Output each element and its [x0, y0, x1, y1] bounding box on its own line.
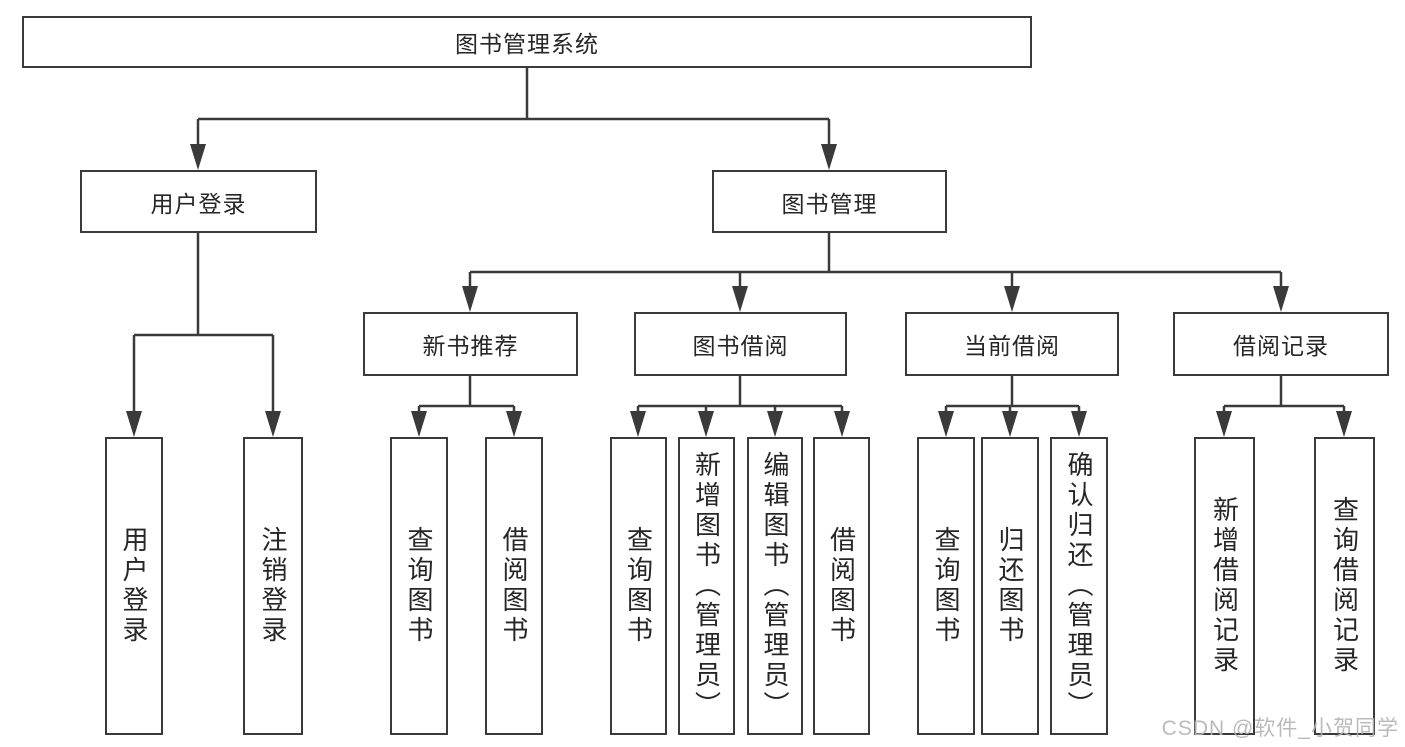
leaf-edit-book-admin: 编辑图书（管理员） [747, 437, 803, 735]
leaf-add-borrow-record: 新增借阅记录 [1194, 437, 1255, 735]
leaf-add-book-admin: 新增图书（管理员） [678, 437, 735, 735]
leaf-user-login-label: 用户登录 [119, 526, 149, 646]
leaf-return-book: 归还图书 [981, 437, 1039, 735]
leaf-query-books-borrow-label: 查询图书 [623, 526, 654, 646]
leaf-borrow-books-label: 借阅图书 [826, 526, 857, 646]
node-borrow-records-label: 借阅记录 [1233, 333, 1329, 359]
node-current-borrow: 当前借阅 [905, 312, 1119, 376]
node-book-borrow: 图书借阅 [634, 312, 847, 376]
node-new-book-recommend: 新书推荐 [363, 312, 578, 376]
node-book-borrow-label: 图书借阅 [692, 333, 789, 359]
leaf-query-borrow-record: 查询借阅记录 [1314, 437, 1375, 735]
leaf-borrow-books-recommend-label: 借阅图书 [499, 526, 529, 646]
node-root: 图书管理系统 [22, 16, 1032, 68]
node-new-book-recommend-label: 新书推荐 [422, 333, 519, 359]
leaf-add-book-admin-label: 新增图书（管理员） [691, 451, 722, 721]
leaf-edit-book-admin-label: 编辑图书（管理员） [760, 451, 790, 721]
leaf-logout-label: 注销登录 [258, 526, 288, 646]
leaf-query-books-recommend: 查询图书 [390, 437, 448, 735]
node-book-management: 图书管理 [712, 170, 947, 233]
leaf-borrow-books-recommend: 借阅图书 [485, 437, 543, 735]
leaf-return-book-label: 归还图书 [995, 526, 1025, 646]
leaf-query-books-borrow: 查询图书 [610, 437, 667, 735]
leaf-logout: 注销登录 [243, 437, 303, 735]
node-user-login: 用户登录 [80, 170, 317, 233]
leaf-query-books-current-label: 查询图书 [931, 526, 961, 646]
node-user-login-label: 用户登录 [150, 190, 247, 217]
leaf-borrow-books: 借阅图书 [813, 437, 870, 735]
node-book-management-label: 图书管理 [781, 190, 878, 217]
node-root-label: 图书管理系统 [455, 31, 599, 57]
leaf-confirm-return-admin-label: 确认归还（管理员） [1064, 451, 1094, 721]
leaf-query-books-recommend-label: 查询图书 [404, 526, 434, 646]
node-borrow-records: 借阅记录 [1173, 312, 1389, 376]
leaf-query-books-current: 查询图书 [917, 437, 975, 735]
leaf-query-borrow-record-label: 查询借阅记录 [1329, 496, 1360, 676]
node-current-borrow-label: 当前借阅 [964, 333, 1060, 359]
leaf-add-borrow-record-label: 新增借阅记录 [1209, 496, 1240, 676]
watermark: CSDN @软件_小贺同学 [1161, 717, 1399, 740]
arrowhead-icons [126, 144, 1352, 437]
leaf-user-login: 用户登录 [105, 437, 163, 735]
leaf-confirm-return-admin: 确认归还（管理员） [1050, 437, 1108, 735]
